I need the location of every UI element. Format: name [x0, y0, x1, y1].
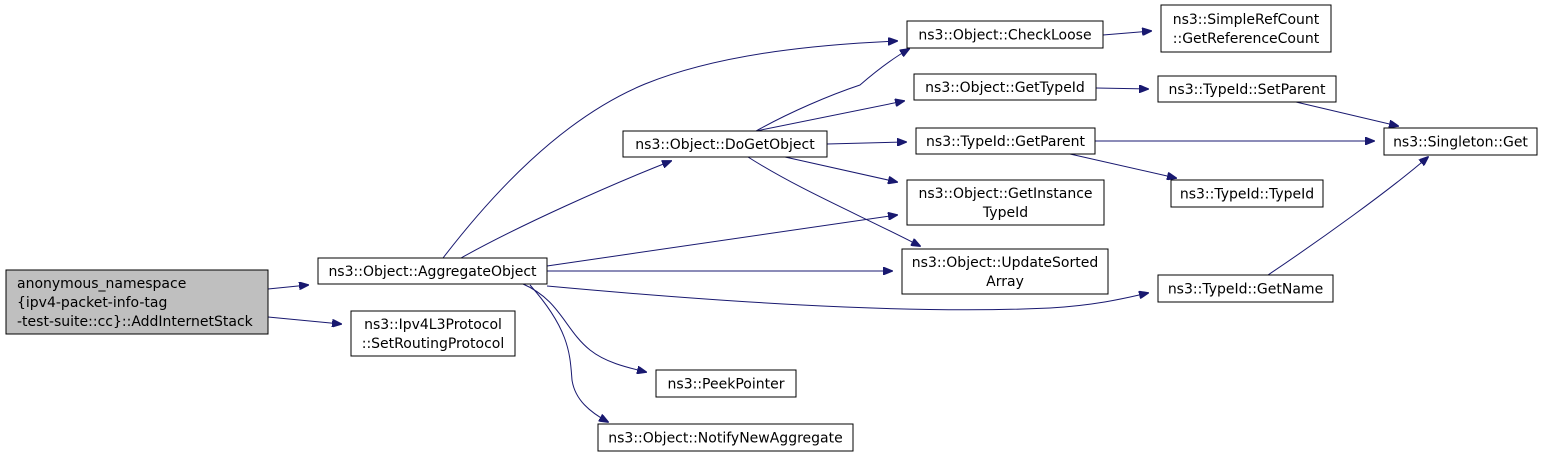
node-label-line: ns3::Object::GetTypeId: [925, 80, 1085, 96]
node-label-line: {ipv4-packet-info-tag: [17, 295, 167, 311]
node-box[interactable]: [1383, 127, 1538, 156]
node-label-line: ::GetReferenceCount: [1173, 31, 1320, 47]
edge-root-aggregate: [267, 285, 308, 289]
edge-dogetobject-updatesorted: [747, 156, 920, 246]
node-box[interactable]: [1160, 4, 1332, 53]
node-box[interactable]: [1157, 274, 1334, 303]
node-label-line: -test-suite::cc}::AddInternetStack: [17, 314, 254, 330]
edge-dogetobject-checkloose: [755, 49, 909, 132]
edge-aggregate-getinstance: [546, 215, 897, 267]
edge-checkloose-refcount: [1102, 31, 1151, 35]
node-label-line: ns3::Singleton::Get: [1393, 135, 1528, 151]
node-label-line: TypeId: [982, 205, 1028, 221]
node-box[interactable]: [350, 310, 516, 357]
edge-setparent-singleton: [1295, 101, 1398, 126]
node-label-line: ns3::Object::CheckLoose: [918, 28, 1091, 44]
node-box[interactable]: [597, 423, 854, 452]
node-label-line: ns3::TypeId::SetParent: [1169, 82, 1326, 98]
node-box[interactable]: [913, 73, 1097, 101]
node-label-line: ns3::Object::NotifyNewAggregate: [608, 431, 842, 447]
node-refcount[interactable]: ns3::SimpleRefCount::GetReferenceCount: [1160, 4, 1332, 53]
edge-getname-singleton: [1267, 157, 1428, 276]
node-setrouting[interactable]: ns3::Ipv4L3Protocol::SetRoutingProtocol: [350, 310, 516, 357]
node-label-line: ns3::TypeId::TypeId: [1180, 187, 1314, 203]
node-box[interactable]: [1157, 75, 1337, 103]
node-gettypeid[interactable]: ns3::Object::GetTypeId: [913, 73, 1097, 101]
node-box[interactable]: [906, 20, 1104, 49]
node-box[interactable]: [906, 179, 1105, 226]
edge-getparent-typeid: [1069, 153, 1176, 178]
node-box[interactable]: [5, 269, 269, 335]
node-label-line: ns3::TypeId::GetParent: [926, 134, 1085, 150]
edge-dogetobject-getparent: [826, 142, 906, 144]
node-setparent[interactable]: ns3::TypeId::SetParent: [1157, 75, 1337, 103]
node-box[interactable]: [622, 130, 828, 158]
node-label-line: ns3::Object::UpdateSorted: [912, 255, 1098, 271]
nodes-layer: anonymous_namespace {ipv4-packet-info-tag…: [5, 4, 1538, 452]
node-label-line: ::SetRoutingProtocol: [362, 336, 505, 352]
node-box[interactable]: [655, 369, 797, 398]
edge-aggregate-getname: [546, 285, 1148, 311]
edge-dogetobject-gettypeid: [755, 101, 904, 132]
node-label-line: Array: [986, 274, 1024, 290]
node-aggregate[interactable]: ns3::Object::AggregateObject: [317, 257, 548, 285]
node-typeid[interactable]: ns3::TypeId::TypeId: [1170, 179, 1324, 208]
edge-aggregate-checkloose: [442, 41, 897, 259]
node-label-line: anonymous_namespace: [17, 276, 186, 292]
node-label-line: ns3::Ipv4L3Protocol: [364, 317, 502, 333]
node-label-line: ns3::SimpleRefCount: [1173, 12, 1320, 28]
node-singleton[interactable]: ns3::Singleton::Get: [1383, 127, 1538, 156]
node-box[interactable]: [915, 127, 1096, 155]
node-checkloose[interactable]: ns3::Object::CheckLoose: [906, 20, 1104, 49]
node-dogetobject[interactable]: ns3::Object::DoGetObject: [622, 130, 828, 158]
node-notifynew[interactable]: ns3::Object::NotifyNewAggregate: [597, 423, 854, 452]
edge-aggregate-dogetobject: [460, 161, 671, 259]
node-label-line: ns3::Object::DoGetObject: [635, 137, 815, 153]
node-label-line: ns3::Object::AggregateObject: [328, 264, 537, 280]
node-peekpointer[interactable]: ns3::PeekPointer: [655, 369, 797, 398]
node-getname[interactable]: ns3::TypeId::GetName: [1157, 274, 1334, 303]
node-box[interactable]: [317, 257, 548, 285]
edge-root-setrouting: [267, 316, 341, 324]
node-label-line: ns3::Object::GetInstance: [918, 186, 1092, 202]
node-getparent[interactable]: ns3::TypeId::GetParent: [915, 127, 1096, 155]
node-label-line: ns3::TypeId::GetName: [1168, 282, 1323, 298]
node-box[interactable]: [901, 248, 1109, 295]
edge-gettypeid-setparent: [1095, 88, 1148, 89]
node-box[interactable]: [1170, 179, 1324, 208]
node-root[interactable]: anonymous_namespace {ipv4-packet-info-tag…: [5, 269, 269, 335]
node-label-line: ns3::PeekPointer: [668, 377, 785, 393]
edges-layer: [267, 31, 1428, 422]
edge-aggregate-peekpointer: [522, 283, 646, 372]
edge-aggregate-notifynew: [529, 284, 608, 422]
edge-dogetobject-getinstance: [784, 156, 897, 182]
